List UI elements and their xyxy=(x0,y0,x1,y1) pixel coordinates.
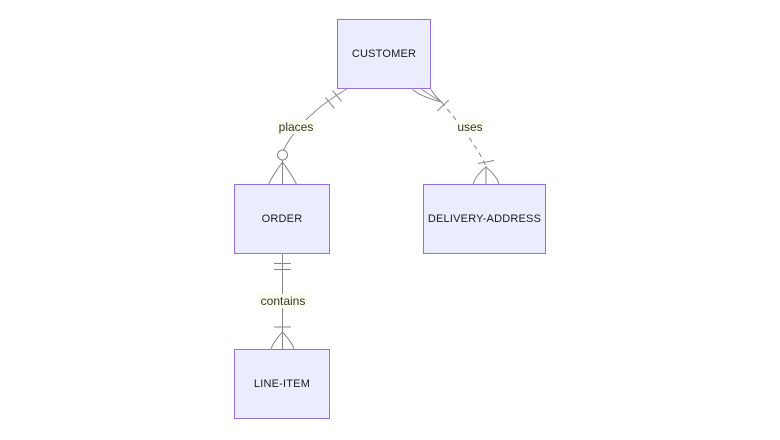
relationship-uses-line xyxy=(441,101,487,167)
crowsfoot-right-prong xyxy=(282,161,297,185)
entity-line-item-label: LINE-ITEM xyxy=(253,378,311,390)
entity-customer: CUSTOMER xyxy=(337,19,431,89)
entity-line-item: LINE-ITEM xyxy=(234,349,330,419)
cardinality-uses-delivery-one-or-many xyxy=(472,160,500,185)
cardinality-places-customer-exactly-one xyxy=(325,90,342,109)
entity-delivery-address-label: DELIVERY-ADDRESS xyxy=(427,213,542,225)
crowsfoot-right-prong xyxy=(485,166,500,185)
crowsfoot-left-prong xyxy=(268,161,283,185)
zero-circle-marker xyxy=(277,149,288,161)
cardinality-contains-order-exactly-one xyxy=(274,263,291,270)
relationship-places-line xyxy=(283,88,348,151)
cardinality-places-order-zero-or-many xyxy=(268,149,297,185)
cardinality-contains-lineitem-one-or-many xyxy=(270,326,295,350)
relationship-label-places: places xyxy=(276,120,316,134)
cardinality-uses-customer-one-or-many xyxy=(412,89,450,112)
tick-marker xyxy=(332,90,342,102)
entity-delivery-address: DELIVERY-ADDRESS xyxy=(423,184,546,254)
relationship-label-uses: uses xyxy=(455,120,485,134)
tick-marker xyxy=(436,99,450,112)
crowsfoot-outer-prong xyxy=(412,89,442,103)
crowsfoot-left-prong xyxy=(270,331,283,350)
relationship-label-contains: contains xyxy=(258,294,308,308)
crowsfoot-left-prong xyxy=(472,166,487,185)
tick-marker xyxy=(325,97,335,109)
crowsfoot-right-prong xyxy=(282,331,295,350)
entity-order-label: ORDER xyxy=(261,213,303,225)
uses-edge-path xyxy=(441,101,487,167)
places-edge-path xyxy=(283,88,348,151)
crowsfoot-middle-prong xyxy=(421,89,442,103)
tick-marker xyxy=(477,160,495,164)
crowsfoot-inner-prong xyxy=(430,89,442,103)
entity-customer-label: CUSTOMER xyxy=(351,48,417,60)
entity-order: ORDER xyxy=(234,184,330,254)
